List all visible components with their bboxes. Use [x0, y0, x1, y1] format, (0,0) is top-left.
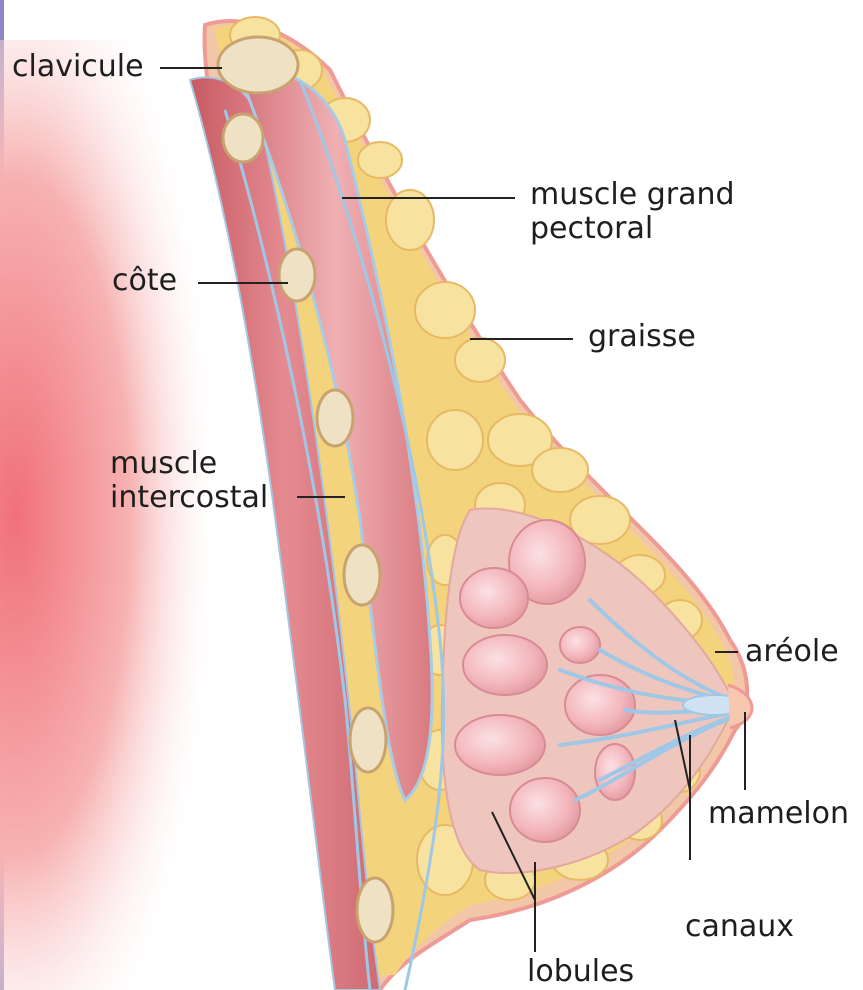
clavicle-bone — [218, 37, 298, 93]
label-clavicule: clavicule — [12, 50, 144, 84]
label-cote: côte — [112, 264, 177, 298]
label-muscle-intercostal: muscle intercostal — [110, 447, 268, 515]
label-graisse: graisse — [588, 320, 696, 354]
label-muscle-intercostal-line1: muscle — [110, 447, 268, 481]
label-areole: aréole — [745, 635, 839, 669]
label-muscle-grand-pectoral-line1: muscle grand — [530, 178, 735, 212]
label-muscle-intercostal-line2: intercostal — [110, 481, 268, 515]
label-canaux: canaux — [685, 910, 794, 944]
label-lobules: lobules — [527, 955, 634, 989]
label-muscle-grand-pectoral-line2: pectoral — [530, 212, 735, 246]
label-muscle-grand-pectoral: muscle grand pectoral — [530, 178, 735, 246]
label-mamelon: mamelon — [708, 797, 849, 831]
